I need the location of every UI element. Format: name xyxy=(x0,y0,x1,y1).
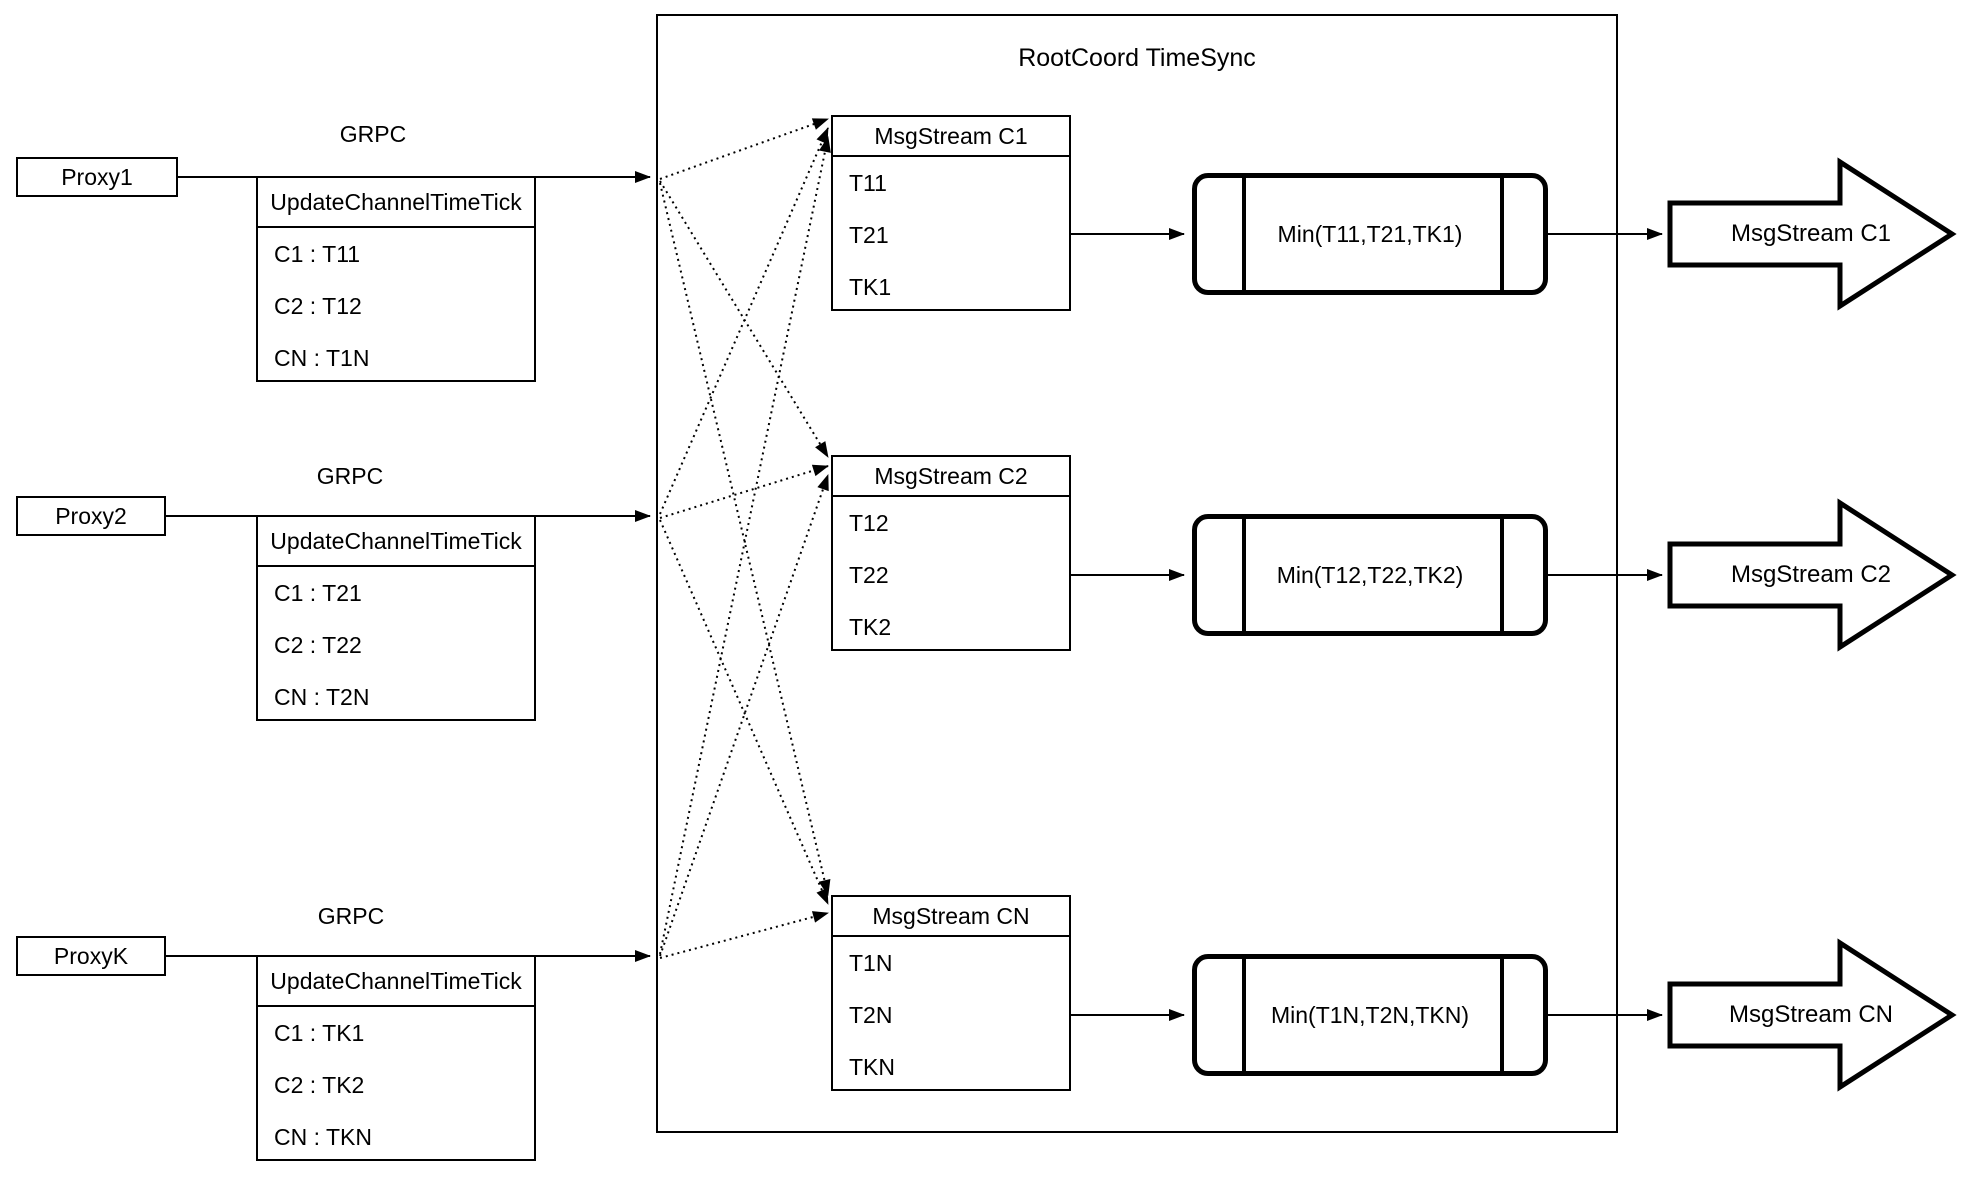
output-arrow-label-cn: MsgStream CN xyxy=(1728,1001,1894,1028)
table-row: T11 xyxy=(849,169,887,196)
output-arrow-label-c2: MsgStream C2 xyxy=(1730,561,1892,588)
table-row: CN : TKN xyxy=(274,1123,372,1150)
table-header: MsgStream C2 xyxy=(833,457,1069,497)
msgstream-table-c1: MsgStream C1 T11 T21 TK1 xyxy=(831,115,1071,311)
capsule-right-bar xyxy=(1500,959,1504,1071)
table-row: CN : T1N xyxy=(274,344,370,371)
table-row: TK2 xyxy=(849,613,892,640)
timetick-connector-p1-c1 xyxy=(659,118,829,180)
table-header: MsgStream C1 xyxy=(833,117,1069,157)
table-row: T22 xyxy=(849,561,889,588)
output-arrow-c1 xyxy=(1667,157,1957,311)
proxy2-label: Proxy2 xyxy=(55,502,127,529)
proxy1-node: Proxy1 xyxy=(16,157,178,197)
msgstream-table-c2: MsgStream C2 T12 T22 TK2 xyxy=(831,455,1071,651)
min-aggregator-cn: Min(T1N,T2N,TKN) xyxy=(1192,954,1548,1076)
output-arrow-c2 xyxy=(1667,498,1957,652)
table-row: TK1 xyxy=(849,273,892,300)
capsule-right-bar xyxy=(1500,519,1504,631)
table-row: C1 : T11 xyxy=(274,240,361,267)
proxy1-label: Proxy1 xyxy=(61,163,133,190)
min-expression: Min(T11,T21,TK1) xyxy=(1277,220,1463,247)
min-aggregator-c1: Min(T11,T21,TK1) xyxy=(1192,173,1548,295)
table-row: T21 xyxy=(849,221,889,248)
table-row: C2 : T12 xyxy=(274,292,362,319)
timetick-connector-p1-cn xyxy=(659,182,831,896)
timetick-connector-p2-c1 xyxy=(659,127,829,515)
timetick-connector-pk-c2 xyxy=(659,474,829,957)
table-row: C2 : T22 xyxy=(274,631,362,658)
table-header: UpdateChannelTimeTick xyxy=(258,517,534,567)
table-row: CN : T2N xyxy=(274,683,370,710)
table-row: T12 xyxy=(849,509,889,536)
table-row: C2 : TK2 xyxy=(274,1071,365,1098)
table-row: T1N xyxy=(849,949,893,976)
capsule-left-bar xyxy=(1242,519,1246,631)
timetick-connector-p2-cn xyxy=(659,519,829,905)
proxyk-label: ProxyK xyxy=(53,942,129,969)
update-timetick-table-proxyk: UpdateChannelTimeTick C1 : TK1 C2 : TK2 … xyxy=(256,955,536,1161)
min-expression: Min(T12,T22,TK2) xyxy=(1276,561,1464,588)
timetick-connector-pk-c1 xyxy=(659,136,831,955)
table-row: C1 : T21 xyxy=(274,579,362,606)
timetick-connector-p2-c2 xyxy=(659,464,829,519)
update-timetick-table-proxy2: UpdateChannelTimeTick C1 : T21 C2 : T22 … xyxy=(256,515,536,721)
table-row: C1 : TK1 xyxy=(274,1019,365,1046)
msgstream-table-cn: MsgStream CN T1N T2N TKN xyxy=(831,895,1071,1091)
grpc-label-proxyk: GRPC xyxy=(317,903,385,929)
proxy2-node: Proxy2 xyxy=(16,496,166,536)
proxyk-node: ProxyK xyxy=(16,936,166,976)
min-aggregator-c2: Min(T12,T22,TK2) xyxy=(1192,514,1548,636)
output-arrow-cn xyxy=(1667,938,1957,1092)
timetick-connector-pk-cn xyxy=(659,911,829,959)
min-expression: Min(T1N,T2N,TKN) xyxy=(1270,1001,1470,1028)
table-row: T2N xyxy=(849,1001,893,1028)
rootcoord-title: RootCoord TimeSync xyxy=(1018,44,1256,72)
rootcoord-timesync-container: RootCoord TimeSync xyxy=(656,14,1618,1133)
grpc-label-proxy1: GRPC xyxy=(339,121,407,147)
table-header: MsgStream CN xyxy=(833,897,1069,937)
table-row: TKN xyxy=(849,1053,895,1080)
capsule-left-bar xyxy=(1242,178,1246,290)
output-arrow-label-c1: MsgStream C1 xyxy=(1730,220,1892,247)
capsule-right-bar xyxy=(1500,178,1504,290)
table-header: UpdateChannelTimeTick xyxy=(258,178,534,228)
table-header: UpdateChannelTimeTick xyxy=(258,957,534,1007)
grpc-label-proxy2: GRPC xyxy=(316,463,384,489)
timetick-connector-p1-c2 xyxy=(659,180,829,458)
update-timetick-table-proxy1: UpdateChannelTimeTick C1 : T11 C2 : T12 … xyxy=(256,176,536,382)
capsule-left-bar xyxy=(1242,959,1246,1071)
